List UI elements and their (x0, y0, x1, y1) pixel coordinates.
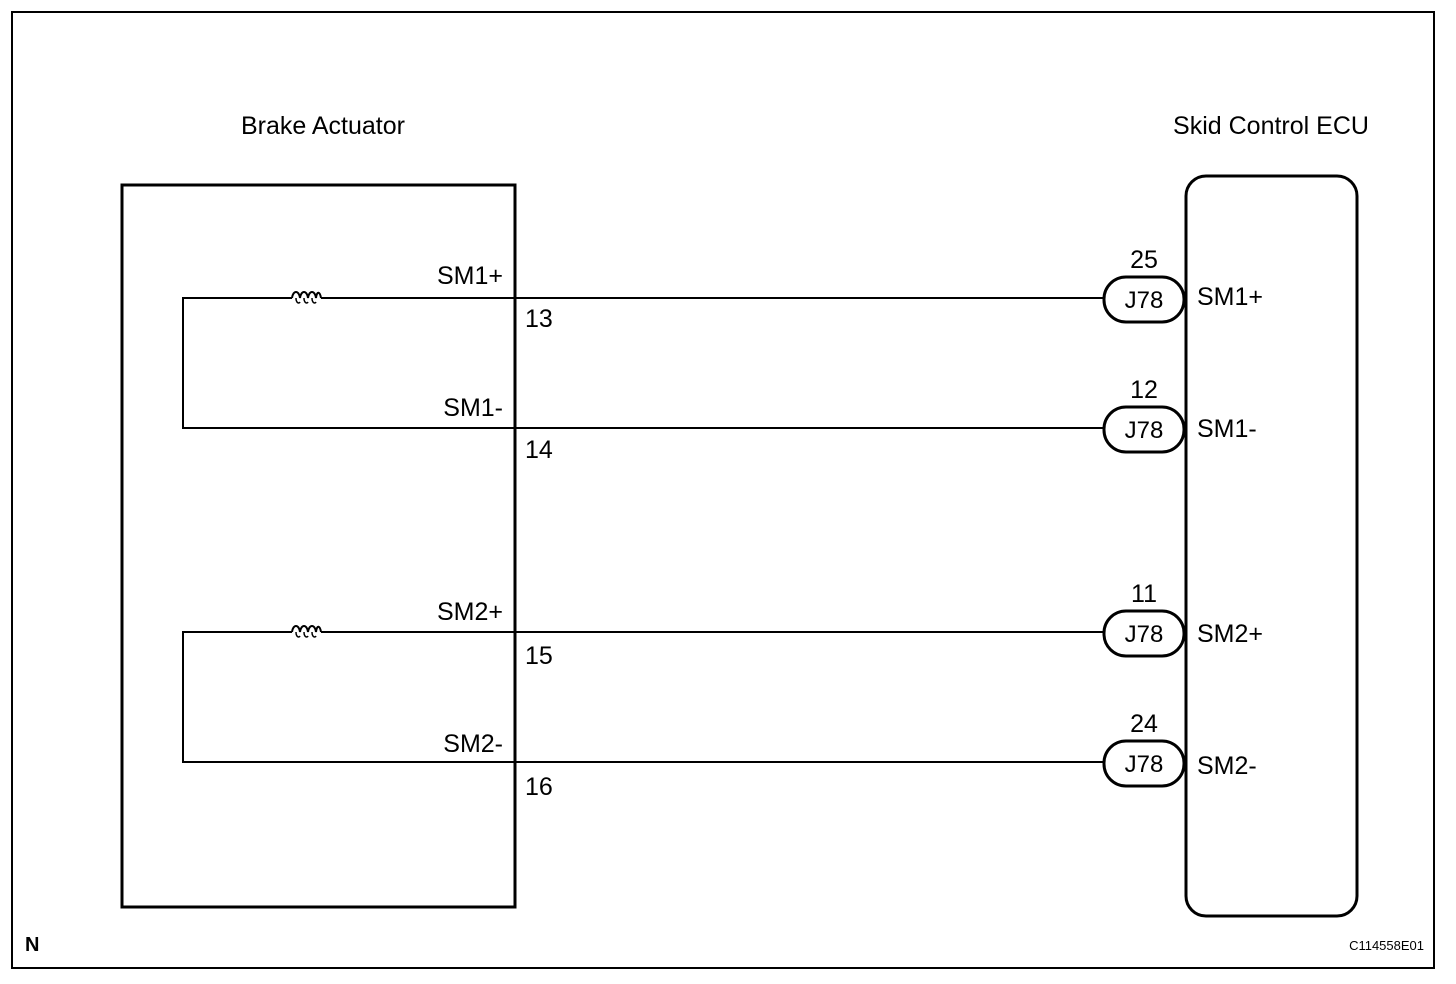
ecu-pin-11: 11 (1131, 580, 1157, 608)
figure-code: C114558E01 (1349, 938, 1424, 953)
motor2-coil-loop (182, 631, 1104, 763)
motor2-coil-icon (291, 625, 322, 638)
ecu-pin-24: 24 (1130, 710, 1158, 738)
actuator-pin-14: 14 (525, 436, 553, 464)
ecu-signal-sm1-minus: SM1- (1197, 415, 1257, 443)
motor1-coil-icon (291, 291, 322, 304)
skid-control-ecu-box (1184, 174, 1359, 918)
connector-label: J78 (1125, 417, 1164, 444)
ecu-pin-12: 12 (1130, 376, 1158, 404)
outer-frame (11, 11, 1435, 969)
ecu-signal-sm1-plus: SM1+ (1197, 283, 1263, 311)
actuator-pin-15: 15 (525, 642, 553, 670)
ecu-signal-sm2-plus: SM2+ (1197, 620, 1263, 648)
motor1-coil-loop (182, 297, 1104, 429)
actuator-signal-sm1-minus: SM1- (443, 394, 503, 422)
connector-j78-sm2-minus (1102, 739, 1186, 788)
connector-j78-sm1-minus (1102, 405, 1186, 454)
connector-label: J78 (1125, 621, 1164, 648)
brake-actuator-title: Brake Actuator (241, 112, 405, 140)
actuator-signal-sm2-minus: SM2- (443, 730, 503, 758)
connector-j78-sm2-plus (1102, 609, 1186, 658)
ecu-pin-25: 25 (1130, 246, 1158, 274)
skid-control-ecu-title: Skid Control ECU (1173, 112, 1369, 140)
connector-label: J78 (1125, 287, 1164, 314)
corner-mark: N (25, 934, 39, 956)
ecu-signal-sm2-minus: SM2- (1197, 752, 1257, 780)
actuator-signal-sm1-plus: SM1+ (437, 262, 503, 290)
actuator-pin-16: 16 (525, 773, 553, 801)
actuator-signal-sm2-plus: SM2+ (437, 598, 503, 626)
connector-j78-sm1-plus (1102, 275, 1186, 324)
brake-actuator-box (120, 183, 517, 909)
connector-label: J78 (1125, 751, 1164, 778)
actuator-pin-13: 13 (525, 305, 553, 333)
